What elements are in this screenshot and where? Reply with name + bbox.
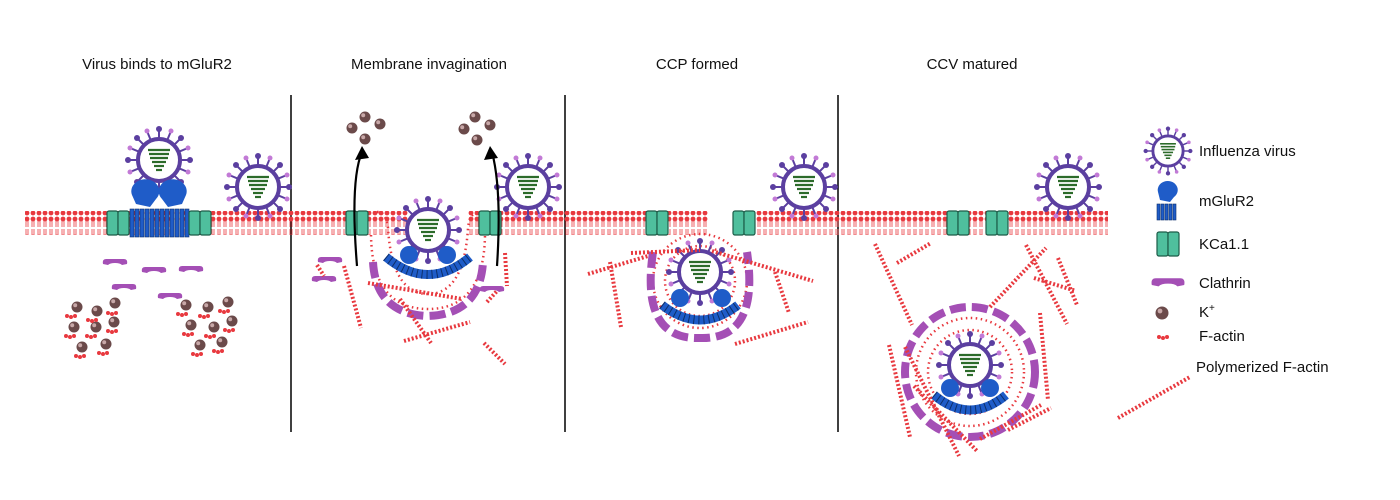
mglur2-dimer [129, 179, 190, 238]
legend-label-k-ion: K+ [1199, 303, 1215, 321]
legend-item-kca: KCa1.1 [1145, 229, 1249, 259]
panel-4-scene [873, 151, 1104, 457]
legend-label-f-actin: F-actin [1199, 327, 1245, 345]
legend-label-clathrin: Clathrin [1199, 274, 1251, 292]
mglur2-icon [1145, 186, 1191, 216]
panel-3-title: CCP formed [655, 56, 739, 73]
panel-4-title: CCV matured [926, 56, 1018, 73]
k-ion-charge: + [1209, 303, 1215, 314]
legend-label-influenza-virus: Influenza virus [1199, 142, 1296, 160]
panel-2-scene [311, 111, 564, 366]
legend-label-polymerized-f-actin: Polymerized F-actin [1196, 358, 1329, 376]
legend-mglur2 [1156, 180, 1178, 221]
clathrin-icon [1145, 268, 1191, 298]
legend-item-k-ion: K+ [1145, 297, 1215, 327]
panel-1-title: Virus binds to mGluR2 [82, 56, 232, 73]
legend-label-kca: KCa1.1 [1199, 235, 1250, 253]
polymerized-f-actin-icon [1152, 352, 1188, 382]
legend-item-influenza-virus: Influenza virus [1145, 136, 1296, 166]
panel-3-scene [587, 151, 840, 346]
invagination-membrane [376, 210, 480, 296]
legend-label-mglur2: mGluR2 [1199, 192, 1255, 210]
k-ion-symbol: K [1199, 304, 1210, 321]
f-actin-icon [1145, 321, 1191, 351]
legend-item-clathrin: Clathrin [1145, 268, 1251, 298]
panel-1-scene [64, 124, 294, 359]
k-ions-cluster-left [64, 297, 121, 359]
mglur2-curved [383, 246, 473, 279]
legend-item-polymerized-f-actin: Polymerized F-actin [1152, 352, 1329, 382]
influenza-virus-icon [1145, 136, 1191, 166]
k-ions-cluster-right [176, 296, 238, 357]
legend-item-f-actin: F-actin [1145, 321, 1245, 351]
kca-channel-icon [1145, 229, 1191, 259]
legend-icons [1117, 125, 1194, 420]
legend-item-mglur2: mGluR2 [1145, 186, 1254, 216]
panel-2-title: Membrane invagination [351, 56, 507, 73]
